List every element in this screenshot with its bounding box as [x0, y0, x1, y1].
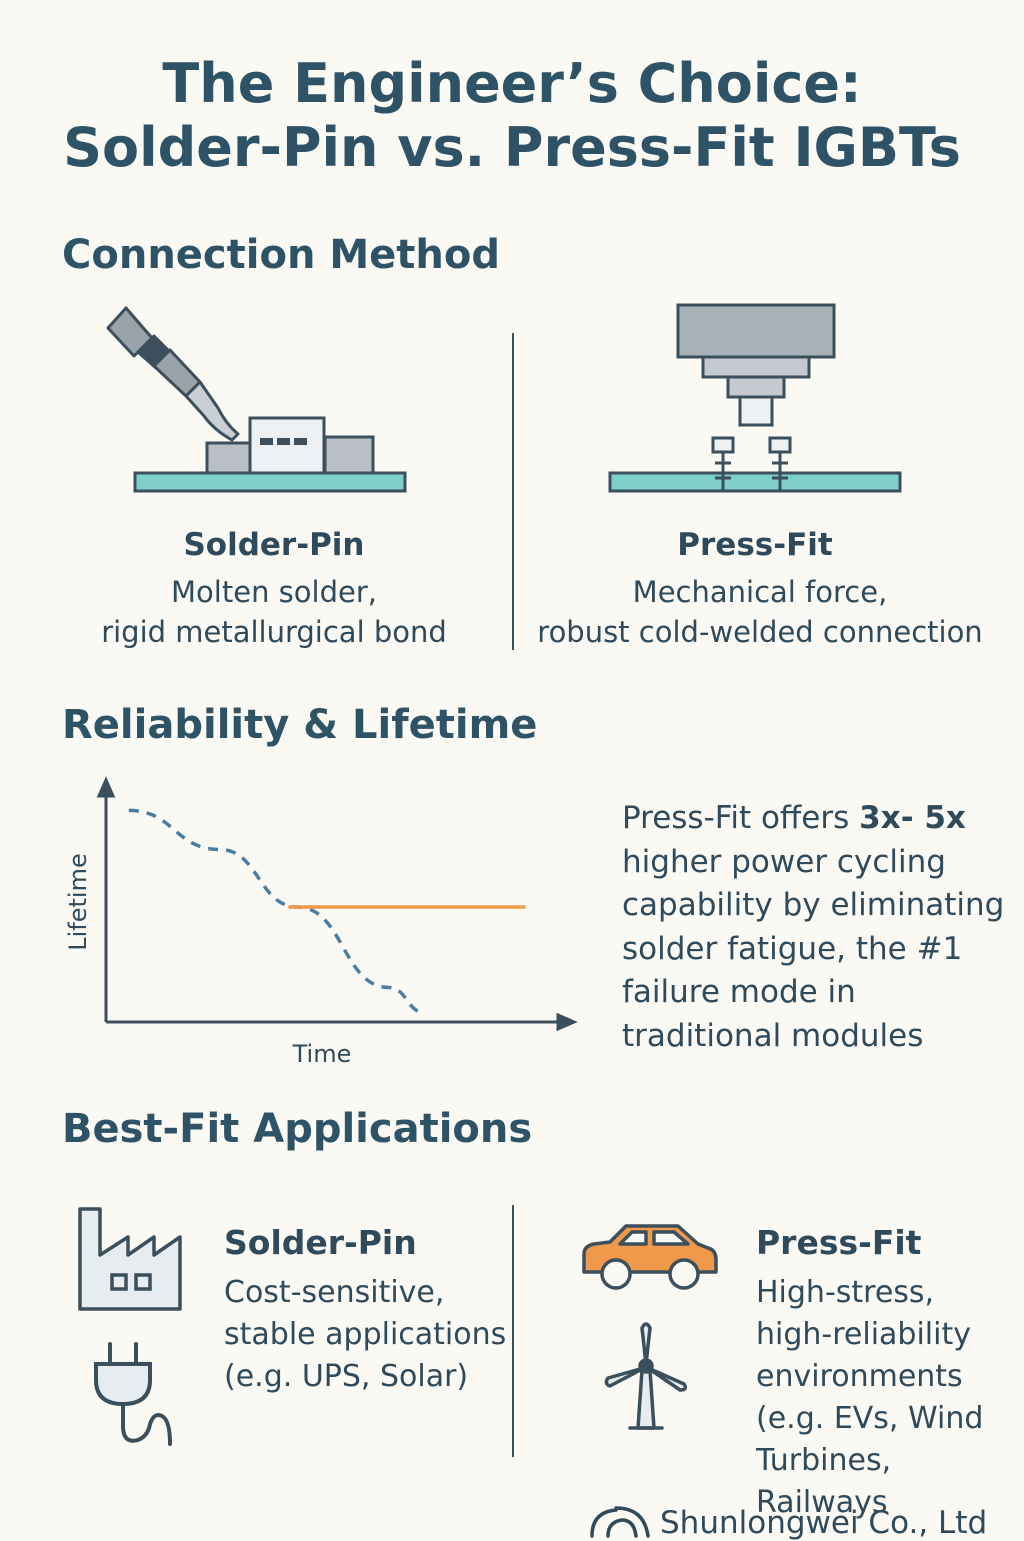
solder-pin-title: Solder-Pin — [183, 527, 365, 563]
wind-turbine-icon — [604, 1322, 688, 1430]
para-bold: 3x- 5x — [859, 800, 966, 836]
app-press-line-4: (e.g. EVs, Wind — [756, 1401, 984, 1436]
para-pre: Press-Fit offers — [622, 800, 860, 836]
lifetime-chart: Lifetime Time — [64, 776, 578, 1068]
press-fit-desc-2: robust cold-welded connection — [537, 615, 983, 649]
app-press-line-3: environments — [756, 1359, 963, 1394]
solder-pin-desc: Molten solder, rigid metallurgical bond — [54, 572, 494, 652]
press-fit-desc: Mechanical force, robust cold-welded con… — [530, 572, 990, 652]
title-line-1: The Engineer’s Choice: — [162, 52, 862, 115]
app-press-desc: High-stress, high-reliability environmen… — [756, 1272, 1024, 1524]
press-fit-desc-1: Mechanical force, — [632, 575, 888, 609]
app-press-line-1: High-stress, — [756, 1275, 935, 1310]
app-press-line-5: Turbines, Railways — [756, 1443, 892, 1520]
plug-icon — [94, 1342, 172, 1446]
soldering-iron-icon — [106, 306, 407, 493]
app-solder-title: Solder-Pin — [224, 1223, 417, 1262]
section-applications-heading: Best-Fit Applications — [62, 1106, 533, 1152]
brand-logo-icon — [590, 1506, 650, 1538]
series-line-solder — [128, 808, 426, 1015]
app-solder-line-1: Cost-sensitive, — [224, 1275, 445, 1310]
press-fit-title: Press-Fit — [677, 527, 833, 563]
title-line-2: Solder-Pin vs. Press-Fit IGBTs — [63, 116, 961, 179]
para-post: higher power cycling capability by elimi… — [622, 843, 1005, 1054]
section-reliability-heading: Reliability & Lifetime — [62, 702, 538, 748]
factory-icon — [78, 1207, 182, 1311]
app-press-line-2: high-reliability — [756, 1317, 971, 1352]
connection-divider — [512, 333, 514, 650]
app-solder-desc: Cost-sensitive, stable applications (e.g… — [224, 1272, 506, 1398]
app-solder-line-2: stable applications — [224, 1317, 507, 1352]
applications-divider — [512, 1205, 514, 1457]
y-axis-arrow — [96, 776, 116, 798]
solder-pin-desc-2: rigid metallurgical bond — [101, 615, 447, 649]
y-axis-label: Lifetime — [64, 853, 92, 950]
section-connection-heading: Connection Method — [62, 232, 500, 278]
app-press-title: Press-Fit — [756, 1223, 922, 1262]
app-solder-line-3: (e.g. UPS, Solar) — [224, 1359, 469, 1394]
brand-name: Shunlongwei Co., Ltd — [660, 1505, 988, 1541]
solder-pin-desc-1: Molten solder, — [171, 575, 377, 609]
page-title: The Engineer’s Choice: Solder-Pin vs. Pr… — [0, 52, 1024, 180]
reliability-paragraph: Press-Fit offers 3x- 5x higher power cyc… — [622, 797, 1014, 1058]
car-icon — [582, 1224, 718, 1290]
x-axis-arrow — [556, 1012, 578, 1032]
press-icon — [608, 303, 902, 493]
x-axis-label: Time — [292, 1040, 352, 1068]
